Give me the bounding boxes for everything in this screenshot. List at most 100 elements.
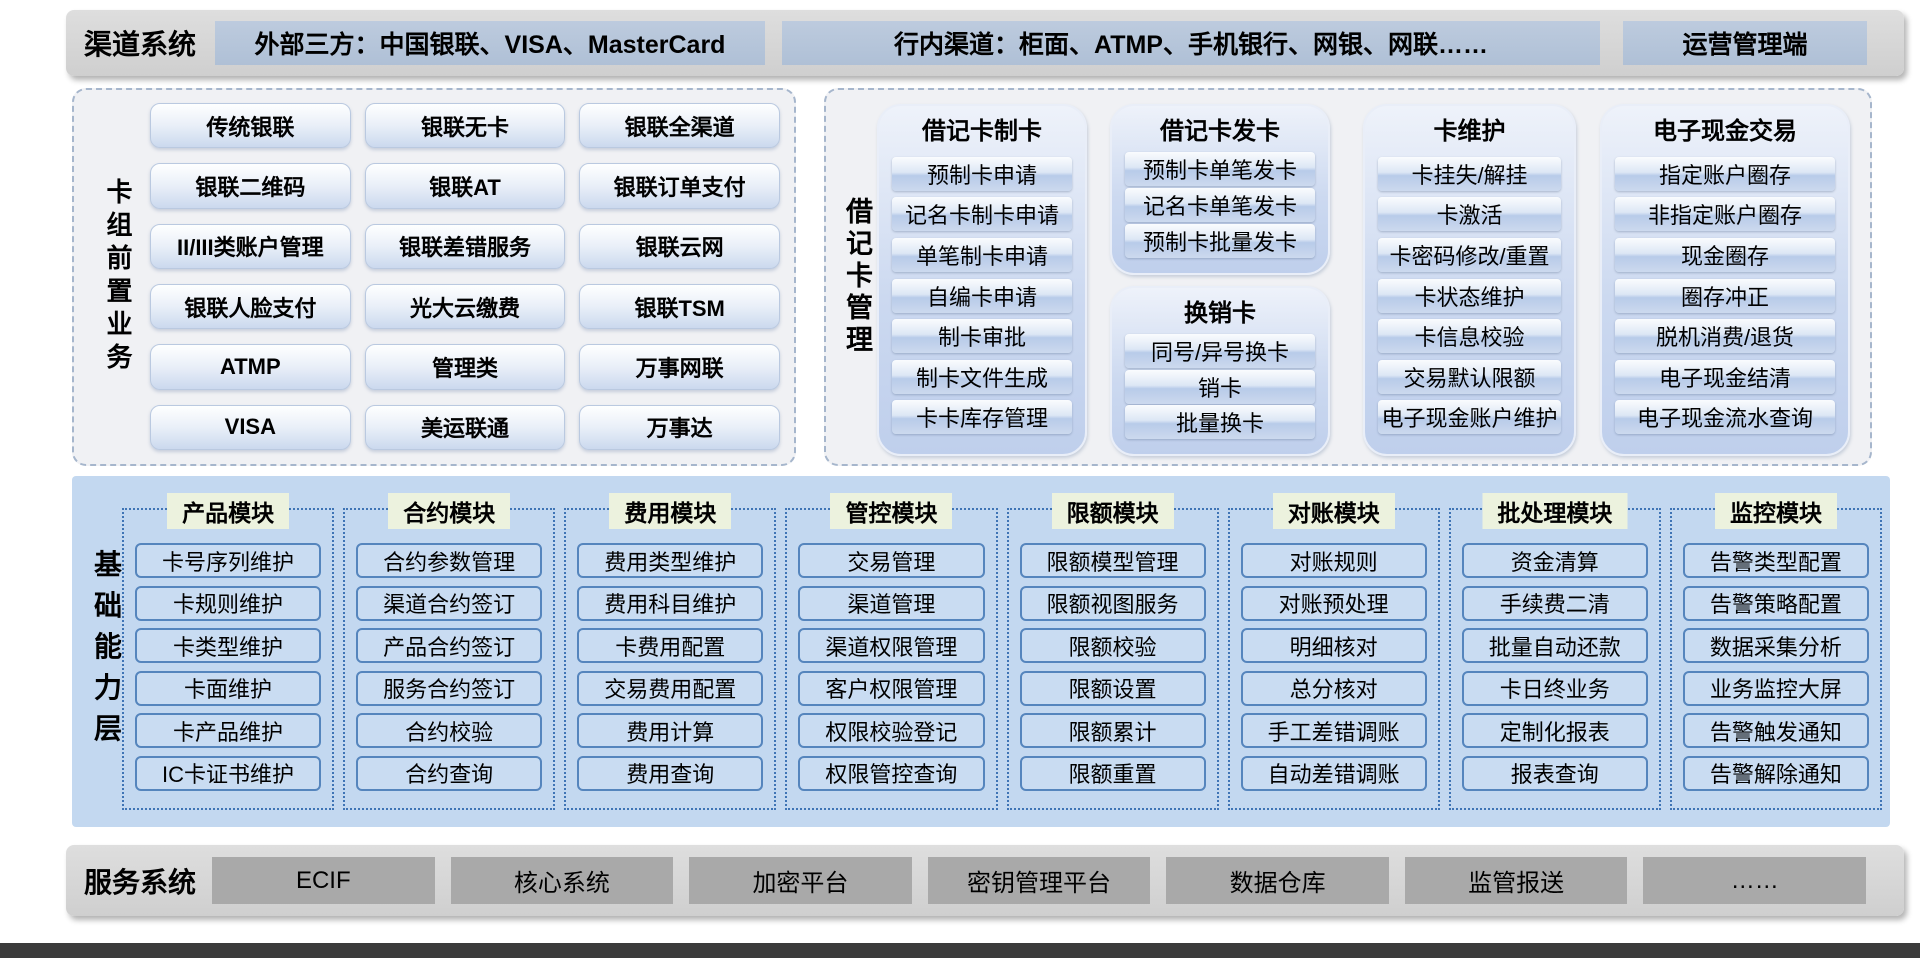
card-front-box: 银联TSM xyxy=(579,283,780,330)
module-box: 限额设置 xyxy=(1019,670,1206,706)
card-maintenance-group: 卡维护 卡挂失/解挂卡激活卡密码修改/重置卡状态维护卡信息校验交易默认限额电子现… xyxy=(1363,104,1576,456)
bottom-dark-strip xyxy=(0,943,1920,958)
debit-card-mgmt-panel: 借记卡管理 借记卡制卡 预制卡申请记名卡制卡申请单笔制卡申请自编卡申请制卡审批制… xyxy=(824,88,1872,466)
module-header: 批处理模块 xyxy=(1482,493,1628,529)
debit-box: 交易默认限额 xyxy=(1378,359,1561,394)
module-header: 费用模块 xyxy=(609,493,732,529)
card-front-box: II/III类账户管理 xyxy=(150,223,351,269)
module-box: 告警解除通知 xyxy=(1682,755,1869,791)
module-reconciliation: 对账模块 对账规则对账预处理明细核对总分核对手工差错调账自动差错调账 xyxy=(1227,493,1440,810)
debit-box: 制卡文件生成 xyxy=(892,359,1072,394)
debit-box: 圈存冲正 xyxy=(1615,278,1835,313)
group-items: 卡挂失/解挂卡激活卡密码修改/重置卡状态维护卡信息校验交易默认限额电子现金账户维… xyxy=(1378,150,1561,441)
debit-box: 同号/异号换卡 xyxy=(1125,333,1315,368)
card-front-box: 银联云网 xyxy=(579,223,780,269)
group-items: 预制卡单笔发卡记名卡单笔发卡预制卡批量发卡 xyxy=(1125,150,1315,260)
module-batch: 批处理模块 资金清算手续费二清批量自动还款卡日终业务定制化报表报表查询 xyxy=(1448,493,1661,810)
debit-box: 预制卡单笔发卡 xyxy=(1125,152,1315,186)
module-box: 批量自动还款 xyxy=(1461,628,1648,664)
group-items: 指定账户圈存非指定账户圈存现金圈存圈存冲正脱机消费/退货电子现金结清电子现金流水… xyxy=(1615,150,1835,441)
module-box: 渠道权限管理 xyxy=(798,628,985,664)
module-box: 渠道管理 xyxy=(798,585,985,621)
debit-box: 卡挂失/解挂 xyxy=(1378,156,1561,191)
module-header: 限额模块 xyxy=(1051,493,1174,529)
module-header: 对账模块 xyxy=(1272,493,1395,529)
module-box: 手工差错调账 xyxy=(1240,713,1427,749)
module-items: 资金清算手续费二清批量自动还款卡日终业务定制化报表报表查询 xyxy=(1461,536,1648,798)
debit-box: 电子现金结清 xyxy=(1615,359,1835,394)
service-system-box: ECIF xyxy=(212,857,435,904)
module-control: 管控模块 交易管理渠道管理渠道权限管理客户权限管理权限校验登记权限管控查询 xyxy=(785,493,998,810)
debit-box: 卡卡库存管理 xyxy=(892,400,1072,435)
module-box: 自动差错调账 xyxy=(1240,755,1427,791)
channel-system-bar: 渠道系统 外部三方：中国银联、VISA、MasterCard 行内渠道：柜面、A… xyxy=(66,10,1904,76)
card-front-box: 银联差错服务 xyxy=(364,223,566,269)
service-system-box: 密钥管理平台 xyxy=(927,857,1151,904)
module-box: 合约参数管理 xyxy=(356,543,543,579)
card-front-box: 银联AT xyxy=(364,163,566,209)
debit-box: 记名卡制卡申请 xyxy=(892,197,1072,232)
module-box: 限额重置 xyxy=(1019,755,1206,791)
module-box: 客户权限管理 xyxy=(798,670,985,706)
debit-box: 卡激活 xyxy=(1378,197,1561,232)
debit-box: 脱机消费/退货 xyxy=(1615,319,1835,354)
debit-box: 销卡 xyxy=(1125,369,1315,404)
card-front-box: 万事网联 xyxy=(579,344,780,390)
debit-box: 单笔制卡申请 xyxy=(892,237,1072,272)
module-box: 手续费二清 xyxy=(1461,585,1648,621)
service-system-box: 监管报送 xyxy=(1404,857,1628,904)
debit-box: 批量换卡 xyxy=(1125,405,1315,440)
module-box: 定制化报表 xyxy=(1461,713,1648,749)
module-fee: 费用模块 费用类型维护费用科目维护卡费用配置交易费用配置费用计算费用查询 xyxy=(564,493,777,810)
module-box: 费用类型维护 xyxy=(577,543,764,579)
group-items: 预制卡申请记名卡制卡申请单笔制卡申请自编卡申请制卡审批制卡文件生成卡卡库存管理 xyxy=(892,150,1072,441)
module-box: 合约查询 xyxy=(356,755,543,791)
module-box: 限额模型管理 xyxy=(1019,543,1206,579)
service-system-box: …… xyxy=(1643,857,1867,904)
card-front-box: 光大云缴费 xyxy=(364,283,566,330)
group-header: 换销卡 xyxy=(1184,300,1256,327)
module-box: 告警类型配置 xyxy=(1682,543,1869,579)
module-box: IC卡证书维护 xyxy=(135,755,322,791)
debit-box: 指定账户圈存 xyxy=(1615,156,1835,191)
operations-admin-box: 运营管理端 xyxy=(1623,21,1867,65)
module-box: 费用计算 xyxy=(577,713,764,749)
module-monitor: 监控模块 告警类型配置告警策略配置数据采集分析业务监控大屏告警触发通知告警解除通… xyxy=(1669,493,1882,810)
module-box: 权限管控查询 xyxy=(798,755,985,791)
module-box: 交易费用配置 xyxy=(577,670,764,706)
module-box: 限额视图服务 xyxy=(1019,585,1206,621)
module-box: 对账预处理 xyxy=(1240,585,1427,621)
group-header: 借记卡制卡 xyxy=(922,118,1042,145)
base-capability-label: 基础能力层 xyxy=(91,549,122,754)
module-box: 费用科目维护 xyxy=(577,585,764,621)
service-system-label: 服务系统 xyxy=(84,866,197,898)
debit-box: 制卡审批 xyxy=(892,319,1072,354)
module-header: 监控模块 xyxy=(1714,493,1837,529)
debit-card-making-group: 借记卡制卡 预制卡申请记名卡制卡申请单笔制卡申请自编卡申请制卡审批制卡文件生成卡… xyxy=(877,104,1087,456)
debit-box: 现金圈存 xyxy=(1615,237,1835,272)
module-items: 合约参数管理渠道合约签订产品合约签订服务合约签订合约校验合约查询 xyxy=(356,536,543,798)
card-front-box: 银联无卡 xyxy=(364,103,566,149)
external-third-party-box: 外部三方：中国银联、VISA、MasterCard xyxy=(215,21,765,65)
module-box: 业务监控大屏 xyxy=(1682,670,1869,706)
debit-box: 记名卡单笔发卡 xyxy=(1125,188,1315,222)
e-cash-transactions-group: 电子现金交易 指定账户圈存非指定账户圈存现金圈存圈存冲正脱机消费/退货电子现金结… xyxy=(1600,104,1850,456)
module-box: 对账规则 xyxy=(1240,543,1427,579)
module-items: 告警类型配置告警策略配置数据采集分析业务监控大屏告警触发通知告警解除通知 xyxy=(1682,536,1869,798)
module-items: 费用类型维护费用科目维护卡费用配置交易费用配置费用计算费用查询 xyxy=(577,536,764,798)
card-front-box: 万事达 xyxy=(579,404,780,450)
module-box: 数据采集分析 xyxy=(1682,628,1869,664)
module-box: 卡号序列维护 xyxy=(135,543,322,579)
service-system-box: 核心系统 xyxy=(450,857,674,904)
card-front-box: VISA xyxy=(150,404,351,450)
card-front-box: 银联人脸支付 xyxy=(150,283,351,330)
card-front-box: 银联二维码 xyxy=(150,163,351,209)
module-box: 卡规则维护 xyxy=(135,585,322,621)
module-box: 交易管理 xyxy=(798,543,985,579)
module-box: 告警触发通知 xyxy=(1682,713,1869,749)
